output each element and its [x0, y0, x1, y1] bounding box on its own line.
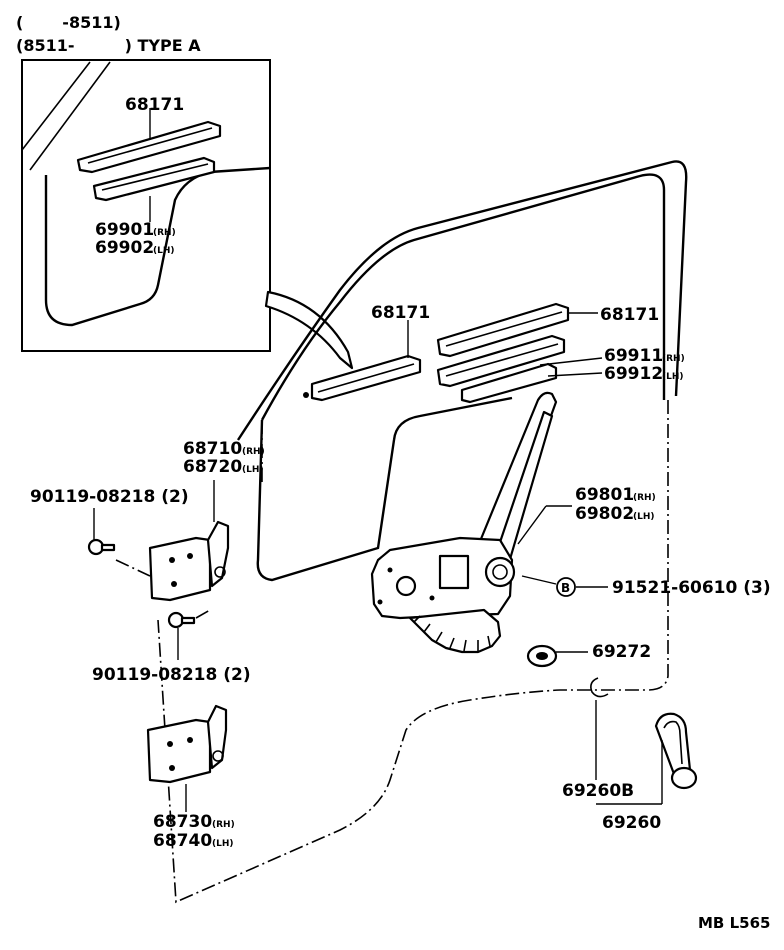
bolt-lower-axis: [195, 609, 211, 619]
regulator-spring-drum: [484, 556, 516, 588]
label-run-lh: 69912: [604, 364, 663, 384]
label-bolt-upper: 90119-08218 (2): [30, 487, 189, 507]
door-frame-outer: [260, 173, 666, 421]
callout-b-letter: B: [561, 581, 570, 595]
lower-hinge-plate: [146, 718, 212, 784]
window-regulator: [370, 391, 558, 654]
upper-hinge-plate: [148, 536, 212, 602]
run-channel-right: [436, 334, 566, 388]
inset-run-channel: [92, 156, 216, 202]
suffix-hinge-upper-lh: (LH): [242, 465, 264, 475]
bolt-upper: [87, 538, 116, 556]
suffix-inset-run-lh: (LH): [153, 246, 175, 256]
suffix-hinge-upper-rh: (RH): [242, 447, 265, 457]
window-crank-handle: [654, 712, 698, 790]
handle-clip: [590, 677, 609, 698]
header-line-2: (8511- ) TYPE A: [16, 36, 201, 55]
suffix-hinge-lower-rh: (RH): [212, 820, 235, 830]
regulator-sector-gear: [408, 608, 502, 654]
inset-frame: [21, 59, 271, 352]
label-screw: 91521-60610 (3): [612, 578, 771, 598]
door-frame-outer-2: [236, 160, 688, 441]
washer: [526, 644, 558, 668]
leader-regulator-a: [517, 505, 547, 545]
header-line-1: ( -8511): [16, 13, 121, 32]
suffix-inset-run-rh: (RH): [153, 228, 176, 238]
label-regulator-lh: 69802: [575, 504, 634, 524]
inset-glass-edge: [21, 61, 91, 151]
label-channel-middle: 68171: [371, 303, 430, 323]
bolt-upper-axis: [115, 559, 151, 577]
label-handle: 69260: [602, 813, 661, 833]
leader-run-rh: [539, 357, 603, 366]
inset-pointer: [264, 290, 354, 370]
regulator-window-cutout: [438, 554, 470, 590]
suffix-hinge-lower-lh: (LH): [212, 839, 234, 849]
inset-window-opening: [44, 166, 271, 327]
label-hinge-upper-lh: 68720: [183, 457, 242, 477]
door-window-sill: [256, 396, 513, 582]
label-bolt-lower: 90119-08218 (2): [92, 665, 251, 685]
suffix-regulator-lh: (LH): [633, 512, 655, 522]
leader-run-lh: [547, 372, 603, 377]
lower-hinge-knuckle: [206, 704, 228, 770]
upper-hinge-knuckle: [206, 520, 230, 588]
regulator-pinion: [395, 575, 417, 597]
label-hinge-upper-rh: 68710: [183, 439, 242, 459]
inset-type-a: 68171 69901 (RH) 69902 (LH): [21, 59, 271, 352]
label-run-rh: 69911: [604, 346, 663, 366]
door-outline: [157, 160, 688, 904]
label-hinge-lower-rh: 68730: [153, 812, 212, 832]
handle-lever: [654, 712, 692, 776]
figure-code: MB L565: [698, 914, 770, 932]
upper-door-hinge: [148, 520, 230, 602]
lower-door-hinge: [146, 704, 228, 784]
callout-b-circle: [556, 577, 576, 597]
label-inset-channel: 68171: [125, 95, 184, 115]
label-inset-run-rh: 69901: [95, 220, 154, 240]
suffix-run-rh: (RH): [662, 354, 685, 364]
regulator-gear-teeth: [413, 615, 491, 652]
glass-channel-middle: [303, 354, 422, 402]
handle-knob: [670, 766, 698, 790]
suffix-run-lh: (LH): [662, 372, 684, 382]
label-hinge-lower-lh: 68740: [153, 831, 212, 851]
label-washer: 69272: [592, 642, 651, 662]
label-channel-right: 68171: [600, 305, 659, 325]
inset-glass-edge-2: [29, 61, 111, 171]
leader-callout-b: [521, 575, 557, 585]
label-regulator-rh: 69801: [575, 485, 634, 505]
label-inset-run-lh: 69902: [95, 238, 154, 258]
suffix-regulator-rh: (RH): [633, 493, 656, 503]
bolt-lower: [167, 611, 196, 629]
glass-channel-right: [436, 302, 570, 358]
label-clip: 69260B: [562, 781, 634, 801]
door-lower-shell: [157, 400, 669, 904]
inset-glass-channel: [76, 120, 222, 174]
